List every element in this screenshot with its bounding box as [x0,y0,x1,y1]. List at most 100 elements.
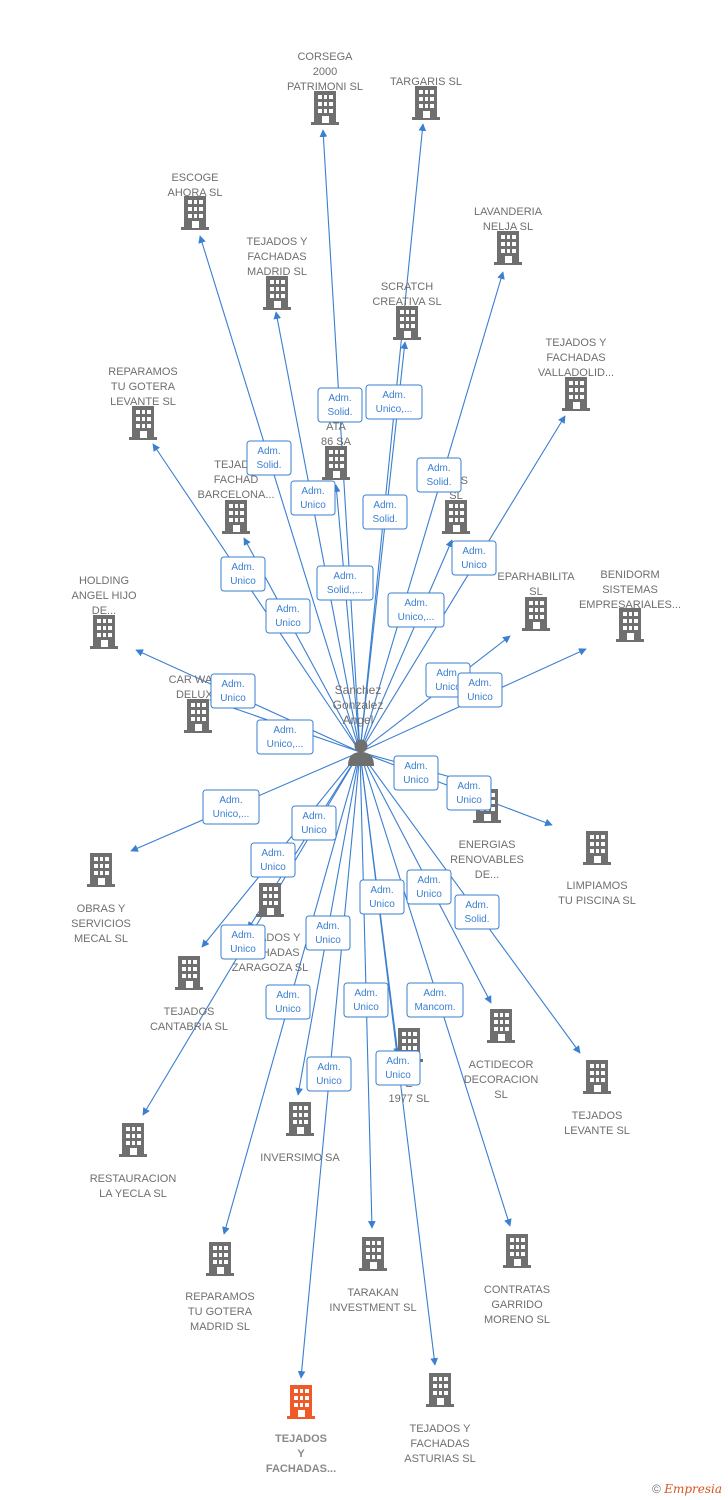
role-text: Adm.Unico [467,678,493,703]
role-text-line: Adm. [373,500,396,511]
role-text-line: Unico,... [376,404,413,415]
role-text: Adm.Unico,... [213,795,250,820]
role-badge: Adm.Solid. [317,387,363,423]
company-label-line: LAVANDERIA [474,206,543,218]
role-text-line: Adm. [302,811,325,822]
building-icon [426,1373,454,1407]
building-icon [616,608,644,642]
role-badge: Adm.Unico [375,1050,421,1086]
role-badges: Adm.Solid.Adm.Unico,...Adm.Solid.Adm.Uni… [202,384,503,1092]
company-label-line: DE... [92,605,116,617]
company-label-line: INVESTMENT SL [329,1302,416,1314]
building-icon [311,91,339,125]
building-icon [359,1237,387,1271]
company-label-line: RENOVABLES [450,854,524,866]
role-text-line: Unico,... [398,612,435,623]
role-text-line: Unico [467,692,493,703]
role-text: Adm.Unico [220,679,246,704]
role-badge: Adm.Unico [406,869,452,905]
company-label-line: VALLADOLID... [538,367,614,379]
company-label-line: CANTABRIA SL [150,1021,228,1033]
company-label-line: LEVANTE SL [564,1125,630,1137]
company-label-line: TARGARIS SL [390,76,462,88]
company-label-line: MADRID SL [247,266,307,278]
company-label-line: TU GOTERA [111,381,176,393]
company-node-inversimo[interactable]: INVERSIMO SA [260,1102,340,1164]
company-label-line: AHORA SL [167,187,222,199]
role-text-line: Adm. [317,1062,340,1073]
role-badge: Adm.Unico [265,598,311,634]
role-text-line: Adm. [231,930,254,941]
company-label-line: LIMPIAMOS [566,880,627,892]
role-badge: Adm.Unico [220,924,266,960]
copyright-icon: © [652,1482,661,1496]
role-badge: Adm.Solid.,... [316,565,374,601]
company-label-line: SISTEMAS [602,584,658,596]
role-badge: Adm.Unico [359,879,405,915]
company-label-line: SL [449,490,462,502]
role-badge: Adm.Solid. [246,440,292,476]
role-text: Adm.Mancom. [414,988,455,1013]
role-badge: Adm.Unico [290,480,336,516]
building-icon [583,1060,611,1094]
building-icon [287,1385,315,1419]
building-icon [256,883,284,917]
role-text-line: Adm. [261,848,284,859]
footer-brand: © Empresia [652,1482,722,1496]
company-label-line: ESCOGE [171,172,218,184]
company-label-line: INVERSIMO SA [260,1152,340,1164]
role-text: Adm.Unico,... [398,598,435,623]
role-text-line: Solid. [464,914,489,925]
company-label-line: ENERGIAS [459,839,516,851]
building-icon [393,306,421,340]
role-text: Adm.Solid. [464,900,489,925]
edge-tejados-madrid [273,311,361,753]
role-text-line: Adm. [436,668,459,679]
edge-lavanderia [359,271,505,753]
company-node-escoge[interactable]: ESCOGE AHORA SL [167,172,223,230]
edge-reparamos-levante [152,443,361,753]
building-icon [322,446,350,480]
role-badge: Adm.Unico [220,556,266,592]
role-badge: Adm.Unico [343,982,389,1018]
role-badge: Adm.Solid. [454,894,500,930]
company-node-targaris[interactable]: TARGARIS SL [390,76,462,120]
company-label-line: MORENO SL [484,1314,550,1326]
company-label-line: SL [494,1089,507,1101]
role-text: Adm.Unico [385,1056,411,1081]
company-label-line: FACHADAS [410,1438,469,1450]
company-label-line: FACHADAS [247,251,306,263]
role-text-line: Adm. [273,725,296,736]
role-text-line: Adm. [328,393,351,404]
company-label-line: 86 SA [321,436,352,448]
